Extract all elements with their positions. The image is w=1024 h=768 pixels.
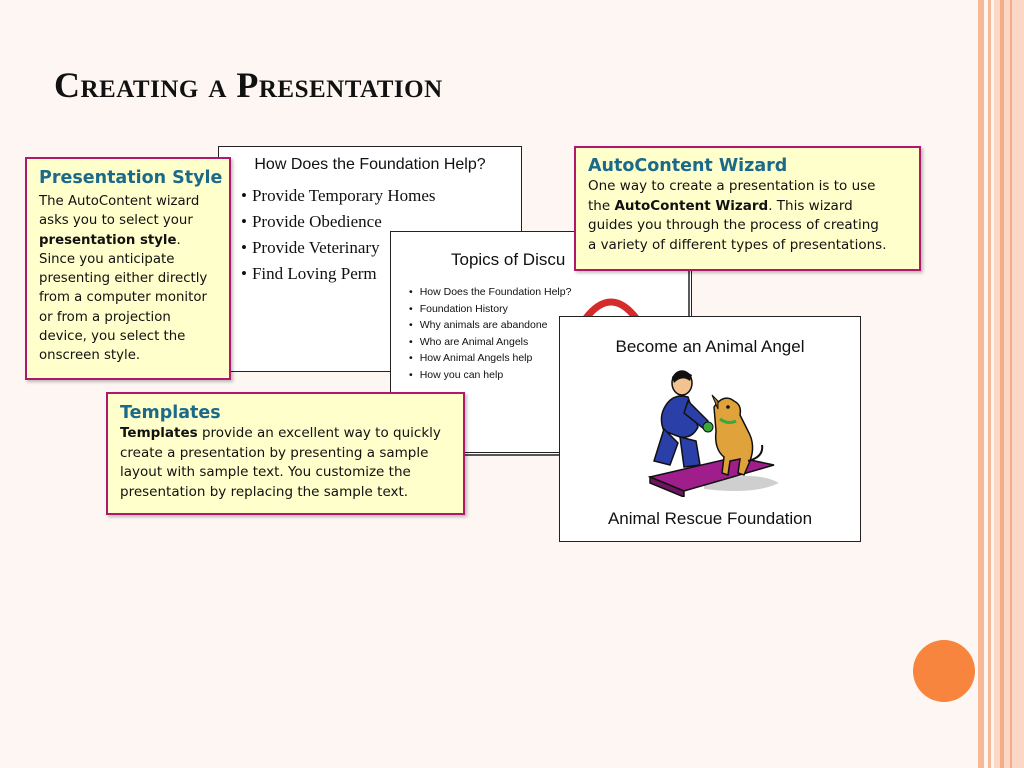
callout-line: layout with sample text. You customize t… xyxy=(120,464,411,480)
slide-title: Topics of Discu xyxy=(451,250,566,269)
slide-bullet: Provide Obedience xyxy=(241,209,521,235)
callout-line: device, you select the xyxy=(39,329,186,345)
callout-bold-text: Templates xyxy=(120,425,198,441)
slide-bullet: How Does the Foundation Help? xyxy=(409,284,691,301)
stop-sign-icon xyxy=(583,298,639,320)
callout-line: the AutoContent Wizard. This wizard xyxy=(588,197,919,217)
callout-text: . xyxy=(176,232,181,248)
slide-bullet: Find Loving Perm xyxy=(241,261,521,287)
slide-bullet: Foundation History xyxy=(409,301,691,318)
callout-bold-text: presentation style xyxy=(39,232,177,248)
slide-bullet-list: How Does the Foundation Help? Foundation… xyxy=(391,284,691,384)
callout-body: The AutoContent wizard asks you to selec… xyxy=(39,192,229,366)
person-with-dog-icon xyxy=(647,370,779,497)
callout-line: onscreen style. xyxy=(39,348,141,364)
slide-bullet: How Animal Angels help xyxy=(409,350,691,367)
accent-circle xyxy=(913,640,975,702)
callout-line: presenting either directly xyxy=(39,271,208,287)
callout-line: presentation by replacing the sample tex… xyxy=(120,483,409,500)
side-stripe xyxy=(1000,0,1004,768)
page-title: Creating a Presentation xyxy=(54,65,443,105)
callout-bold-text: AutoContent Wizard xyxy=(614,197,769,214)
callout-text: . This wizard xyxy=(768,197,853,214)
slide-bullet: Provide Temporary Homes xyxy=(241,183,521,209)
slide-bullet: Provide Veterinary xyxy=(241,235,521,261)
callout-line: a variety of different types of presenta… xyxy=(588,236,887,253)
side-stripe xyxy=(1010,0,1012,768)
callout-heading: Presentation Style xyxy=(39,168,223,188)
callout-presentation-style: Presentation Style The AutoContent wizar… xyxy=(25,157,231,380)
callout-line: asks you to select your xyxy=(39,213,193,229)
callout-body: Templates provide an excellent way to qu… xyxy=(120,424,463,502)
callout-heading: AutoContent Wizard xyxy=(588,156,788,176)
callout-line: Templates provide an excellent way to qu… xyxy=(120,424,463,444)
slide-bullet: Why animals are abandone xyxy=(409,317,691,334)
callout-text: the xyxy=(588,197,615,214)
callout-line: from a computer monitor xyxy=(39,290,207,306)
callout-text: provide an excellent way to quickly xyxy=(197,425,441,441)
side-stripe-band xyxy=(994,0,1024,768)
callout-autocontent-wizard: AutoContent Wizard One way to create a p… xyxy=(574,146,921,271)
side-stripe xyxy=(978,0,984,768)
callout-line: One way to create a presentation is to u… xyxy=(588,178,876,194)
callout-line: create a presentation by presenting a sa… xyxy=(120,444,429,461)
slide-bullet-list: Provide Temporary Homes Provide Obedienc… xyxy=(219,183,521,287)
side-stripe xyxy=(988,0,991,768)
callout-templates: Templates Templates provide an excellent… xyxy=(106,392,465,515)
callout-line: presentation style. xyxy=(39,231,229,250)
callout-line: or from a projection xyxy=(39,309,171,325)
callout-heading: Templates xyxy=(120,403,221,423)
slide-thumbnail-animal-angel: Become an Animal Angel Animal Rescue Fou… xyxy=(559,316,861,542)
slide-title: Become an Animal Angel xyxy=(615,337,805,356)
slide-bullet: Who are Animal Angels xyxy=(409,334,691,351)
slide-bullet: How you can help xyxy=(409,367,691,384)
callout-body: One way to create a presentation is to u… xyxy=(588,177,919,255)
callout-line: guides you through the process of creati… xyxy=(588,217,879,233)
slide-footer: Animal Rescue Foundation xyxy=(607,509,813,528)
callout-line: The AutoContent wizard xyxy=(39,194,200,209)
callout-line: Since you anticipate xyxy=(39,251,175,267)
slide-title: How Does the Foundation Help? xyxy=(254,156,486,173)
